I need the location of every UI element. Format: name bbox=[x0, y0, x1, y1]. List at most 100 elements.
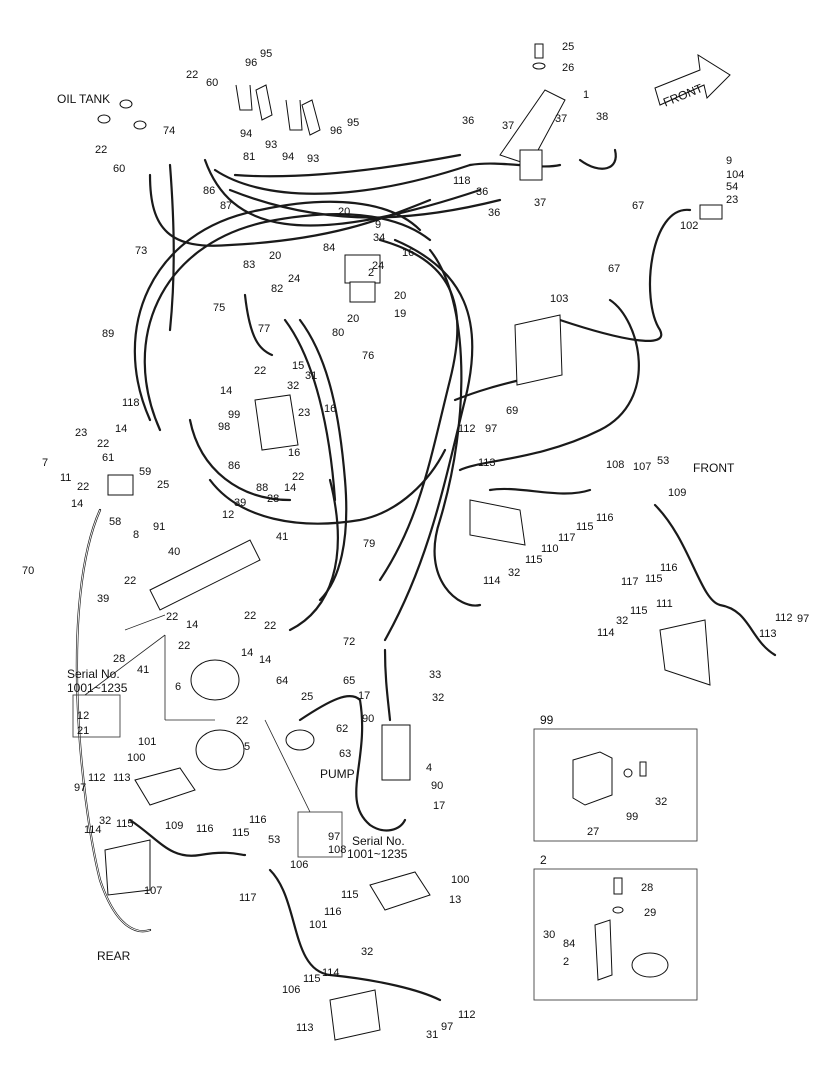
part-callout: 28 bbox=[267, 493, 279, 505]
part-callout: 16 bbox=[324, 403, 336, 415]
part-callout: 116 bbox=[596, 512, 614, 524]
part-callout: 115 bbox=[232, 827, 250, 839]
part-callout: 95 bbox=[260, 48, 272, 60]
serial-box-center bbox=[297, 811, 343, 858]
part-callout: 20 bbox=[338, 206, 350, 218]
part-callout: 29 bbox=[644, 907, 656, 919]
part-callout: 83 bbox=[243, 259, 255, 271]
part-callout: 12 bbox=[77, 710, 89, 722]
part-callout: 15 bbox=[292, 360, 304, 372]
part-callout: 62 bbox=[336, 723, 348, 735]
part-callout: 69 bbox=[506, 405, 518, 417]
part-callout: 93 bbox=[265, 139, 277, 151]
part-callout: 39 bbox=[97, 593, 109, 605]
part-callout: 5 bbox=[244, 741, 250, 753]
front-label-right: FRONT bbox=[693, 461, 735, 475]
part-callout: 23 bbox=[726, 194, 738, 206]
part-callout: 22 bbox=[254, 365, 266, 377]
detail-box-2 bbox=[533, 868, 698, 1001]
part-callout: 99 bbox=[626, 811, 638, 823]
parts bbox=[97, 43, 777, 1041]
pump-label: PUMP bbox=[320, 767, 355, 781]
part-callout: 90 bbox=[431, 780, 443, 792]
part-callout: 37 bbox=[555, 113, 567, 125]
part-callout: 67 bbox=[608, 263, 620, 275]
part-callout: 115 bbox=[576, 521, 594, 533]
part-callout: 103 bbox=[550, 293, 568, 305]
part-callout: 54 bbox=[726, 181, 738, 193]
part-callout: 116 bbox=[196, 823, 214, 835]
part-callout: 107 bbox=[144, 885, 162, 897]
part-callout: 113 bbox=[478, 457, 496, 469]
part-callout: 104 bbox=[726, 169, 744, 181]
part-callout: 53 bbox=[268, 834, 280, 846]
part-callout: 12 bbox=[222, 509, 234, 521]
part-callout: 40 bbox=[168, 546, 180, 558]
part-callout: 96 bbox=[330, 125, 342, 137]
part-callout: 112 bbox=[88, 772, 106, 784]
part-callout: 76 bbox=[362, 350, 374, 362]
part-callout: 97 bbox=[797, 613, 809, 625]
part-callout: 22 bbox=[95, 144, 107, 156]
part-callout: 112 bbox=[458, 1009, 476, 1021]
part-callout: 75 bbox=[213, 302, 225, 314]
part-callout: 84 bbox=[563, 938, 575, 950]
part-callout: 39 bbox=[234, 497, 246, 509]
part-callout: 101 bbox=[138, 736, 156, 748]
part-callout: 20 bbox=[394, 290, 406, 302]
part-callout: 22 bbox=[178, 640, 190, 652]
part-callout: 31 bbox=[305, 370, 317, 382]
part-callout: 115 bbox=[645, 573, 663, 585]
part-callout: 32 bbox=[655, 796, 667, 808]
part-callout: 13 bbox=[449, 894, 461, 906]
part-callout: 23 bbox=[298, 407, 310, 419]
part-callout: 20 bbox=[269, 250, 281, 262]
front-arrow-icon bbox=[654, 54, 731, 106]
part-callout: 109 bbox=[165, 820, 183, 832]
part-callout: 28 bbox=[113, 653, 125, 665]
part-callout: 116 bbox=[660, 562, 678, 574]
leader-lines bbox=[84, 614, 311, 813]
part-callout: 113 bbox=[113, 772, 131, 784]
part-callout: 84 bbox=[323, 242, 335, 254]
part-callout: 74 bbox=[163, 125, 175, 137]
part-callout: 99 bbox=[228, 409, 240, 421]
part-callout: 17 bbox=[433, 800, 445, 812]
part-callout: 65 bbox=[343, 675, 355, 687]
part-callout: 115 bbox=[341, 889, 359, 901]
part-callout: 67 bbox=[632, 200, 644, 212]
part-callout: 118 bbox=[122, 397, 140, 409]
part-callout: 88 bbox=[256, 482, 268, 494]
part-callout: 2 bbox=[563, 956, 569, 968]
part-callout: 97 bbox=[441, 1021, 453, 1033]
part-callout: 81 bbox=[243, 151, 255, 163]
part-callout: 22 bbox=[97, 438, 109, 450]
part-callout: 27 bbox=[587, 826, 599, 838]
part-callout: 53 bbox=[657, 455, 669, 467]
part-callout: 36 bbox=[476, 186, 488, 198]
part-callout: 17 bbox=[358, 690, 370, 702]
part-callout: 1 bbox=[583, 89, 589, 101]
part-callout: 32 bbox=[361, 946, 373, 958]
part-callout: 32 bbox=[99, 815, 111, 827]
part-callout: 113 bbox=[296, 1022, 314, 1034]
part-callout: 21 bbox=[77, 725, 89, 737]
part-callout: 36 bbox=[462, 115, 474, 127]
part-callout: 94 bbox=[282, 151, 294, 163]
detail-99-title: 99 bbox=[540, 713, 554, 727]
serial-left-line1: Serial No. bbox=[67, 667, 120, 681]
part-callout: 32 bbox=[287, 380, 299, 392]
part-callout: 91 bbox=[153, 521, 165, 533]
part-callout: 41 bbox=[276, 531, 288, 543]
part-callout: 109 bbox=[668, 487, 686, 499]
part-callout: 28 bbox=[641, 882, 653, 894]
detail-2-title: 2 bbox=[540, 853, 547, 867]
part-callout: 101 bbox=[309, 919, 327, 931]
part-callout: 73 bbox=[135, 245, 147, 257]
part-callout: 110 bbox=[541, 543, 559, 555]
part-callout: 116 bbox=[249, 814, 267, 826]
part-callout: 14 bbox=[220, 385, 232, 397]
part-callout: 87 bbox=[220, 200, 232, 212]
part-callout: 32 bbox=[432, 692, 444, 704]
